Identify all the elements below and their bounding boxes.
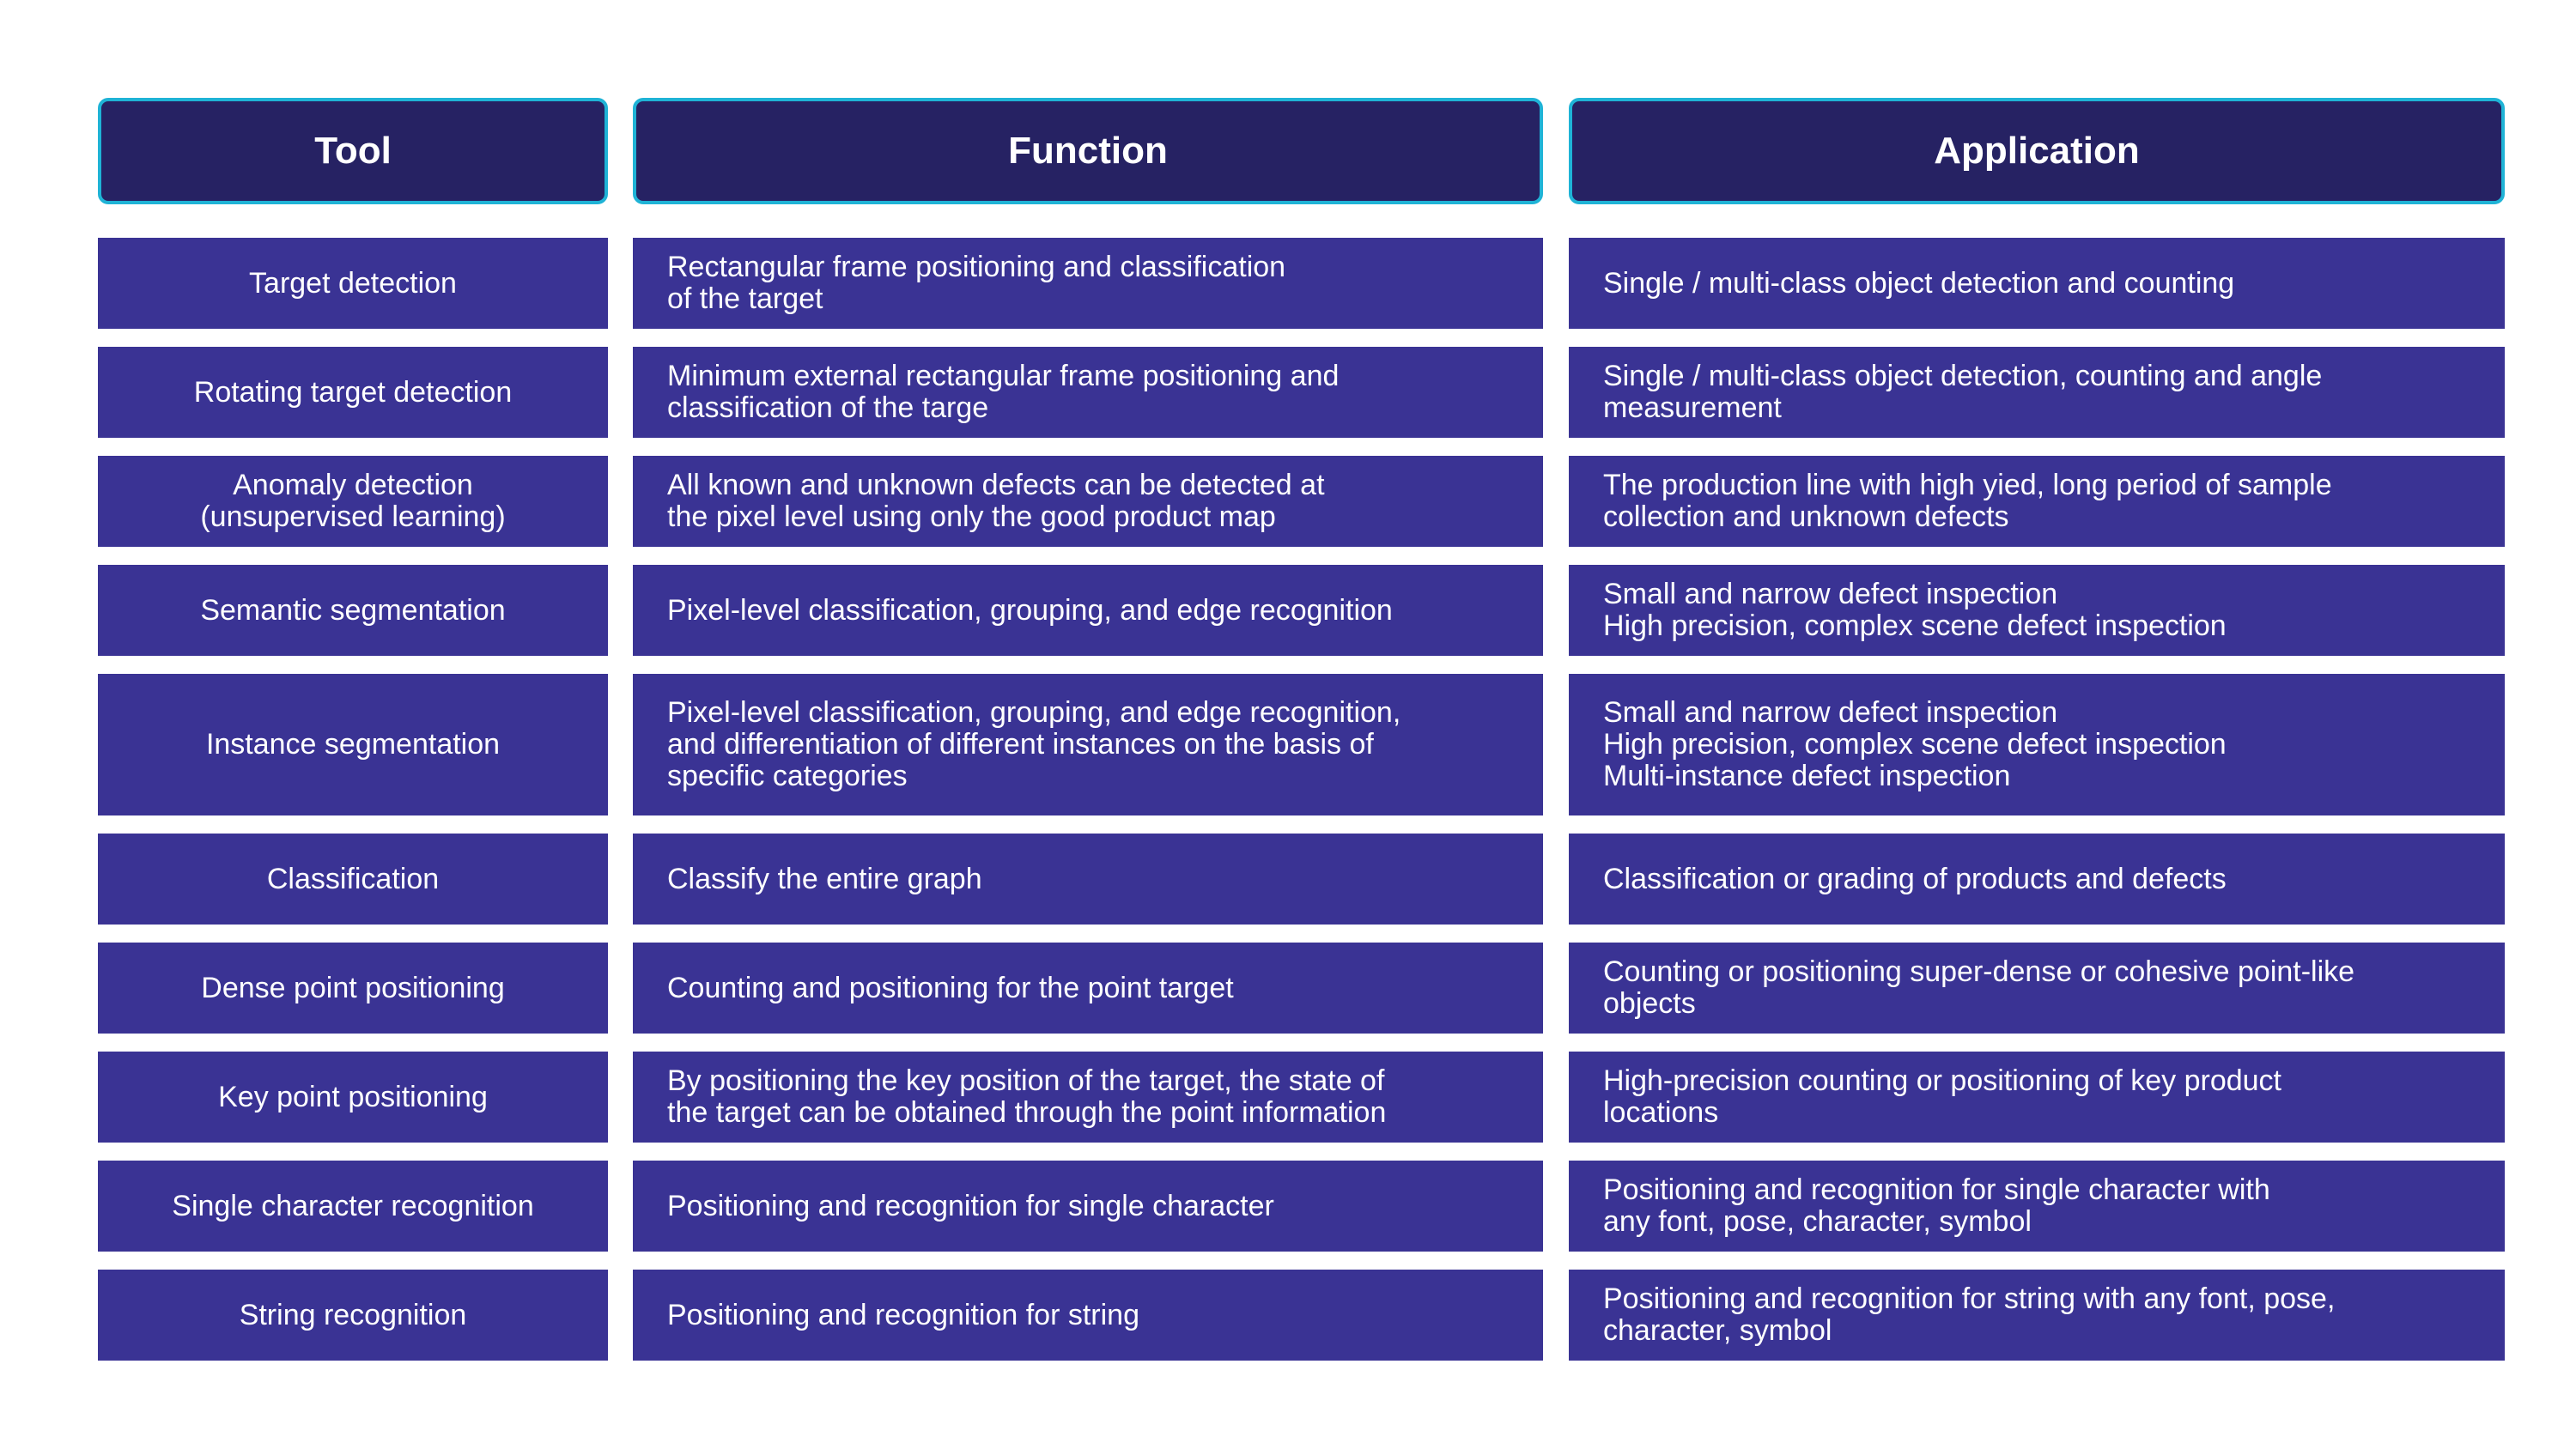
tool-cell: Target detection — [98, 238, 608, 329]
tool-cell: Anomaly detection (unsupervised learning… — [98, 456, 608, 547]
function-text: By positioning the key position of the t… — [667, 1064, 1387, 1129]
application-cell: Classification or grading of products an… — [1569, 834, 2505, 925]
tool-text: Semantic segmentation — [200, 593, 506, 627]
header-function: Function — [633, 98, 1543, 204]
application-text: The production line with high yied, long… — [1603, 469, 2332, 533]
application-cell: Positioning and recognition for single c… — [1569, 1161, 2505, 1252]
tool-cell: Classification — [98, 834, 608, 925]
tool-text: Rotating target detection — [193, 375, 513, 409]
function-cell: All known and unknown defects can be det… — [633, 456, 1543, 547]
function-cell: Pixel-level classification, grouping, an… — [633, 565, 1543, 656]
tool-cell: Key point positioning — [98, 1052, 608, 1143]
function-text: Counting and positioning for the point t… — [667, 971, 1234, 1004]
application-cell: The production line with high yied, long… — [1569, 456, 2505, 547]
tool-cell: Rotating target detection — [98, 347, 608, 438]
function-cell: Classify the entire graph — [633, 834, 1543, 925]
tool-text: Dense point positioning — [201, 971, 505, 1004]
function-text: Rectangular frame positioning and classi… — [667, 251, 1286, 315]
header-application-label: Application — [1934, 130, 2140, 172]
application-text: High-precision counting or positioning o… — [1603, 1064, 2282, 1129]
tool-cell: Semantic segmentation — [98, 565, 608, 656]
application-cell: Positioning and recognition for string w… — [1569, 1270, 2505, 1361]
header-function-label: Function — [1008, 130, 1168, 172]
function-cell: Pixel-level classification, grouping, an… — [633, 674, 1543, 815]
function-cell: Positioning and recognition for string — [633, 1270, 1543, 1361]
application-text: Small and narrow defect inspection High … — [1603, 578, 2227, 642]
function-text: Pixel-level classification, grouping, an… — [667, 696, 1401, 792]
header-tool-label: Tool — [314, 130, 392, 172]
application-text: Small and narrow defect inspection High … — [1603, 696, 2227, 792]
function-cell: Minimum external rectangular frame posit… — [633, 347, 1543, 438]
function-text: Positioning and recognition for string — [667, 1298, 1139, 1331]
application-text: Positioning and recognition for single c… — [1603, 1173, 2270, 1238]
application-text: Single / multi-class object detection, c… — [1603, 360, 2323, 424]
application-text: Positioning and recognition for string w… — [1603, 1282, 2336, 1347]
header-application: Application — [1569, 98, 2505, 204]
application-cell: Single / multi-class object detection, c… — [1569, 347, 2505, 438]
application-text: Single / multi-class object detection an… — [1603, 266, 2235, 300]
tool-text: String recognition — [239, 1298, 467, 1331]
tool-cell: String recognition — [98, 1270, 608, 1361]
application-cell: High-precision counting or positioning o… — [1569, 1052, 2505, 1143]
tool-text: Anomaly detection (unsupervised learning… — [200, 469, 506, 533]
tool-text: Classification — [266, 862, 440, 895]
application-cell: Single / multi-class object detection an… — [1569, 238, 2505, 329]
tool-text: Key point positioning — [218, 1080, 488, 1113]
function-text: Classify the entire graph — [667, 862, 982, 895]
application-cell: Counting or positioning super-dense or c… — [1569, 943, 2505, 1034]
header-tool: Tool — [98, 98, 608, 204]
function-cell: Positioning and recognition for single c… — [633, 1161, 1543, 1252]
tool-text: Single character recognition — [172, 1189, 534, 1222]
function-text: Minimum external rectangular frame posit… — [667, 360, 1340, 424]
function-cell: Counting and positioning for the point t… — [633, 943, 1543, 1034]
tool-text: Target detection — [249, 266, 457, 300]
function-cell: By positioning the key position of the t… — [633, 1052, 1543, 1143]
function-cell: Rectangular frame positioning and classi… — [633, 238, 1543, 329]
tool-text: Instance segmentation — [205, 728, 501, 761]
function-text: Pixel-level classification, grouping, an… — [667, 593, 1393, 627]
application-text: Counting or positioning super-dense or c… — [1603, 955, 2355, 1020]
application-cell: Small and narrow defect inspection High … — [1569, 674, 2505, 815]
tool-cell: Dense point positioning — [98, 943, 608, 1034]
application-cell: Small and narrow defect inspection High … — [1569, 565, 2505, 656]
function-text: Positioning and recognition for single c… — [667, 1189, 1274, 1222]
tool-cell: Instance segmentation — [98, 674, 608, 815]
tool-cell: Single character recognition — [98, 1161, 608, 1252]
application-text: Classification or grading of products an… — [1603, 862, 2227, 895]
function-text: All known and unknown defects can be det… — [667, 469, 1325, 533]
